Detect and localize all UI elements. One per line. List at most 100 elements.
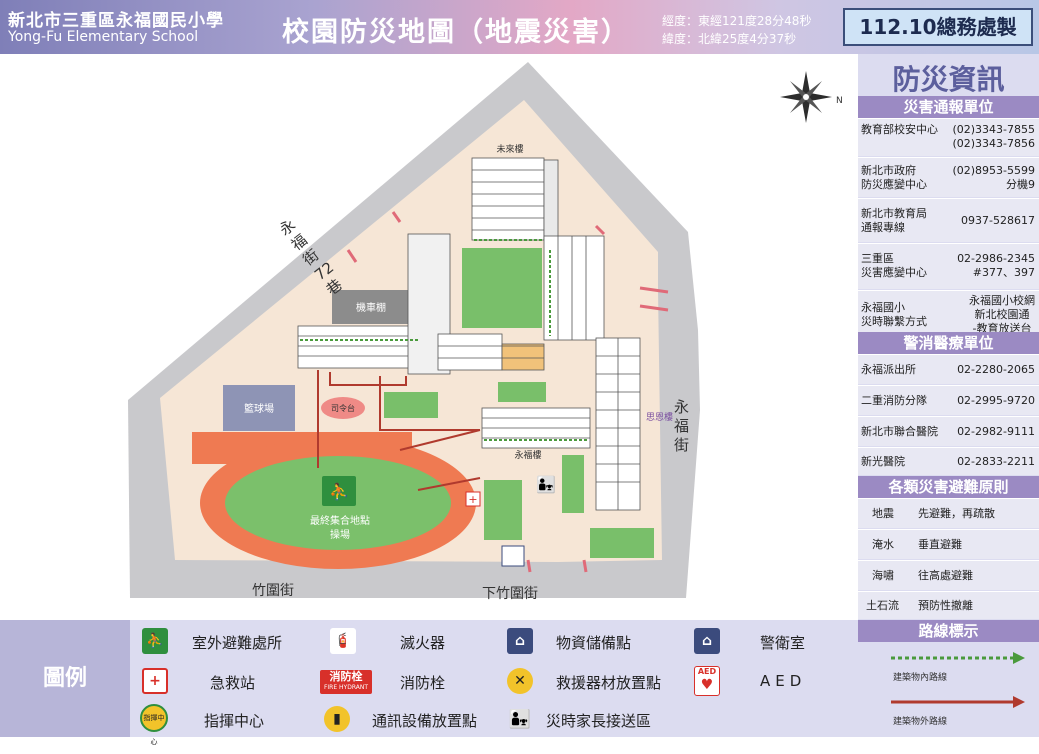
police-unit-row: 新北市聯合醫院 02-2982-9111: [858, 416, 1039, 446]
report-unit-row: 三重區 災害應變中心 02-2986-2345 #377、397: [858, 243, 1039, 289]
report-unit-row: 永福國小 災時聯繫方式 永福國小校網 新北校園通 -教育放送台: [858, 290, 1039, 338]
command-center-icon: 指揮中心: [140, 704, 168, 746]
legend-label: 消防栓: [400, 674, 446, 692]
legend-label: 物資儲備點: [556, 634, 632, 652]
report-unit-row: 新北市教育局 通報專線 0937-528617: [858, 198, 1039, 242]
report-unit-row: 教育部校安中心 (02)3343-7855 (02)3343-7856: [858, 118, 1039, 156]
aed-badge-text: AED: [697, 667, 717, 676]
first-aid-cross: +: [468, 493, 477, 506]
campus-map: ⛹ 最終集合地點 操場 籃球場 司令台 機車棚 未來樓: [128, 62, 843, 598]
building-yongfu: [481, 407, 591, 449]
police-units-heading: 警消醫療單位: [858, 332, 1039, 354]
principle-rule: 預防性撤離: [918, 599, 973, 612]
assembly-label-1: 最終集合地點: [310, 514, 370, 527]
report-unit-name: 教育部校安中心: [861, 123, 938, 136]
indoor-route-label: 建築物內路線: [893, 673, 948, 683]
sien-label: 思恩樓: [646, 411, 673, 423]
street-east-label: 永福街: [674, 398, 690, 454]
principle-rule: 先避難，再疏散: [918, 507, 995, 520]
report-unit-name: 永福國小 災時聯繫方式: [861, 301, 927, 328]
assembly-label-2: 操場: [330, 528, 350, 541]
lawn-3: [498, 382, 546, 402]
police-unit-name: 永福派出所: [861, 363, 916, 376]
principle-row: 海嘯 往高處避難: [858, 560, 1039, 590]
sidebar-title: 防災資訊: [892, 63, 1005, 96]
map-legend: 圖例 ⛹ 室外避難處所 🧯 滅火器 ⌂ 物資儲備點 ⌂ 警衛室 + 急救站 消防…: [0, 620, 858, 746]
command-badge-text: 指揮中心: [143, 714, 165, 746]
legend-label: 救援器材放置點: [556, 674, 662, 692]
indoor-route-key: 建築物內路線: [863, 648, 1033, 688]
indoor-routes: [300, 239, 588, 441]
lawn-4: [484, 480, 522, 540]
fire-hydrant-badge-text: 消防栓: [329, 670, 363, 683]
principle-name: 地震: [872, 507, 894, 520]
police-unit-phone: 02-2995-9720: [957, 394, 1035, 407]
basketball-court: [223, 385, 295, 431]
report-unit-name: 三重區 災害應變中心: [861, 252, 927, 279]
map-title: 校園防災地圖（地震災害）: [282, 17, 630, 48]
outdoor-shelter-icon: ⛹: [142, 628, 168, 654]
police-unit-name: 新北市聯合醫院: [861, 425, 938, 438]
police-unit-name: 二重消防分隊: [861, 394, 927, 407]
podium: [321, 397, 365, 419]
fire-hydrant-badge-en: FIRE HYDRANT: [323, 684, 369, 691]
rescue-tools-icon: ✕: [507, 668, 533, 694]
fire-hydrant-icon: 消防栓 FIRE HYDRANT: [320, 670, 372, 694]
legend-title: 圖例: [43, 666, 88, 691]
street-south-left-label: 竹圍街: [252, 583, 294, 599]
police-unit-phone: 02-2982-9111: [957, 425, 1035, 438]
yongfu-label: 永福樓: [514, 449, 541, 461]
legend-label: 通訊設備放置點: [372, 712, 478, 730]
lawn-6: [590, 528, 654, 558]
police-unit-phone: 02-2833-2211: [957, 455, 1035, 468]
principles-heading: 各類災害避難原則: [858, 476, 1039, 498]
parent-pickup-icon: 👨‍👧: [508, 708, 532, 730]
fire-extinguisher-icon: 🧯: [330, 628, 356, 654]
central-lawn: [462, 248, 542, 328]
school-name-en: Yong-Fu Elementary School: [8, 29, 199, 45]
lawn-2: [384, 392, 438, 418]
report-unit-phone: 永福國小校網 新北校園通 -教育放送台: [969, 294, 1035, 335]
principle-row: 土石流 預防性撤離: [858, 591, 1039, 619]
parking-shed: [332, 290, 410, 324]
legend-label: AED: [760, 672, 807, 690]
route-legend-heading: 路線標示: [858, 620, 1039, 642]
compass-rose-icon: N: [780, 71, 843, 123]
report-unit-name: 新北市教育局 通報專線: [861, 207, 927, 234]
longitude-text: 經度：東經121度28分48秒: [662, 14, 812, 28]
police-unit-row: 新光醫院 02-2833-2211: [858, 447, 1039, 475]
building-weilai: [471, 157, 559, 241]
basketball-label: 籃球場: [244, 402, 274, 415]
info-sidebar: 防災資訊 災害通報單位 教育部校安中心 (02)3343-7855 (02)33…: [858, 54, 1039, 737]
police-unit-row: 二重消防分隊 02-2995-9720: [858, 385, 1039, 415]
latitude-text: 緯度：北緯25度4分37秒: [662, 32, 797, 46]
principle-name: 海嘯: [872, 569, 894, 582]
outdoor-routes: [317, 370, 481, 491]
principle-rule: 垂直避難: [918, 538, 962, 551]
street-south-right-label: 下竹圍街: [482, 586, 538, 602]
report-unit-name: 新北市政府 防災應變中心: [861, 164, 927, 191]
guard-room-icon: ⌂: [694, 628, 720, 654]
legend-label: 警衛室: [760, 634, 806, 652]
police-unit-row: 永福派出所 02-2280-2065: [858, 354, 1039, 384]
legend-label: 急救站: [210, 674, 256, 692]
indoor-route-line: [891, 652, 1025, 664]
report-unit-phone: (02)3343-7855 (02)3343-7856: [952, 123, 1035, 150]
outdoor-route-key: 建築物外路線: [863, 692, 1033, 732]
aed-heart-glyph: ♥: [700, 677, 714, 693]
aed-icon: AED ♥: [694, 666, 720, 696]
principle-name: 淹水: [872, 538, 894, 551]
report-unit-phone: 02-2986-2345 #377、397: [957, 252, 1035, 279]
police-unit-phone: 02-2280-2065: [957, 363, 1035, 376]
principle-rule: 往高處避難: [918, 569, 973, 582]
police-unit-name: 新光醫院: [861, 455, 905, 468]
comm-equipment-icon: ▮: [324, 706, 350, 732]
first-aid-marker: [465, 491, 481, 507]
building-center: [437, 333, 545, 371]
supply-point-icon: ⌂: [507, 628, 533, 654]
report-unit-phone: (02)8953-5599 分機9: [952, 164, 1035, 191]
lawn-5: [562, 455, 584, 513]
made-by-badge: 112.10總務處製: [843, 8, 1033, 46]
building-east: [543, 235, 641, 511]
legend-title-box: [0, 620, 130, 737]
